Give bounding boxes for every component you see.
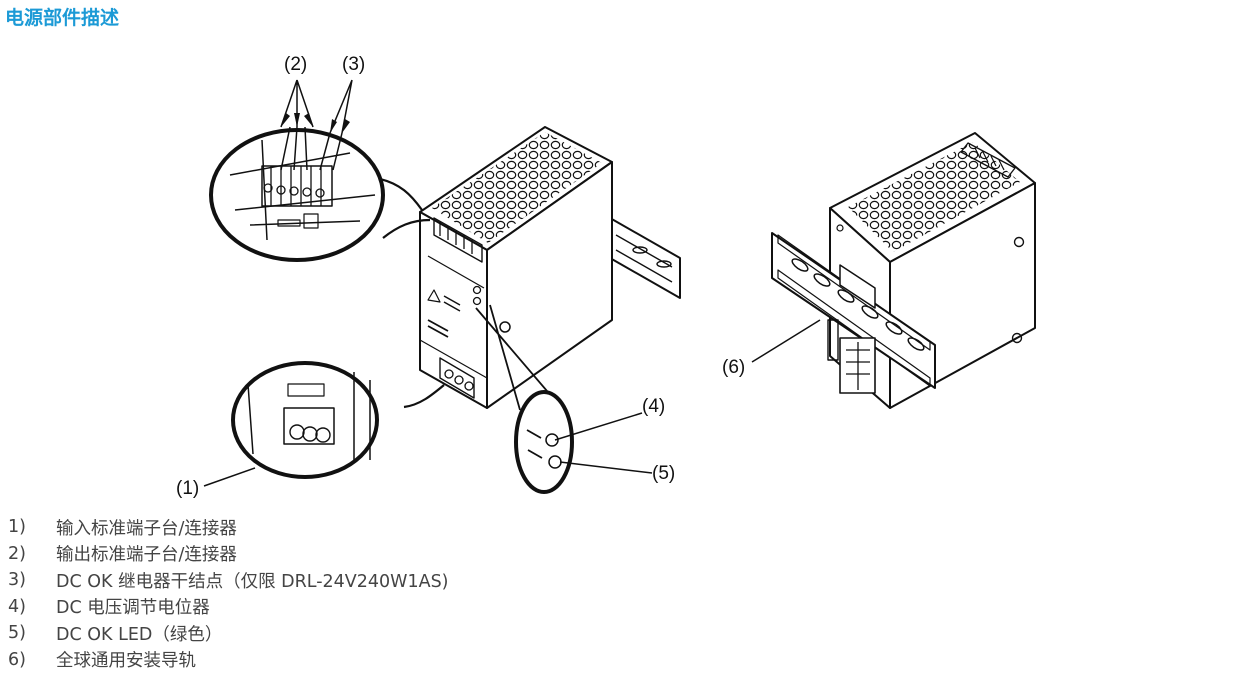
magnifier-input-terminal [231, 361, 445, 479]
legend-text: DC OK LED（绿色） [56, 624, 223, 645]
magnifier-potentiometer-led [475, 304, 574, 494]
legend-text: DC OK 继电器干结点（仅限 DRL-24V240W1AS) [56, 571, 449, 592]
legend-item: 1) 输入标准端子台/连接器 [8, 514, 449, 541]
legend-item: 3) DC OK 继电器干结点（仅限 DRL-24V240W1AS) [8, 567, 449, 594]
callout-6: (6) [722, 357, 746, 378]
din-rail-left [609, 217, 681, 299]
power-supply-diagram [203, 79, 1036, 494]
din-rail-right [771, 232, 936, 394]
callout-4: (4) [642, 396, 666, 417]
legend-text: 全球通用安装导轨 [56, 651, 196, 672]
legend-number: 6) [8, 649, 26, 670]
callout-2: (2) [284, 54, 308, 75]
callout-5: (5) [652, 463, 676, 484]
callout-1: (1) [176, 478, 200, 499]
legend-number: 1) [8, 517, 26, 538]
legend-text: DC 电压调节电位器 [56, 598, 210, 619]
legend-number: 3) [8, 570, 26, 591]
parts-legend: 1) 输入标准端子台/连接器 2) 输出标准端子台/连接器 3) DC OK 继电器干… [8, 514, 449, 673]
callout-3: (3) [342, 54, 366, 75]
legend-number: 5) [8, 623, 26, 644]
power-supply-front-view [419, 126, 613, 409]
legend-number: 4) [8, 596, 26, 617]
legend-text: 输出标准端子台/连接器 [56, 545, 237, 566]
page-title: 电源部件描述 [5, 7, 120, 29]
legend-item: 2) 输出标准端子台/连接器 [8, 541, 449, 568]
legend-number: 2) [8, 543, 26, 564]
legend-item: 5) DC OK LED（绿色） [8, 620, 449, 647]
legend-item: 6) 全球通用安装导轨 [8, 647, 449, 674]
legend-item: 4) DC 电压调节电位器 [8, 594, 449, 621]
legend-text: 输入标准端子台/连接器 [56, 518, 237, 539]
arrowheads [281, 113, 350, 133]
magnifier-output-terminal [209, 128, 431, 262]
